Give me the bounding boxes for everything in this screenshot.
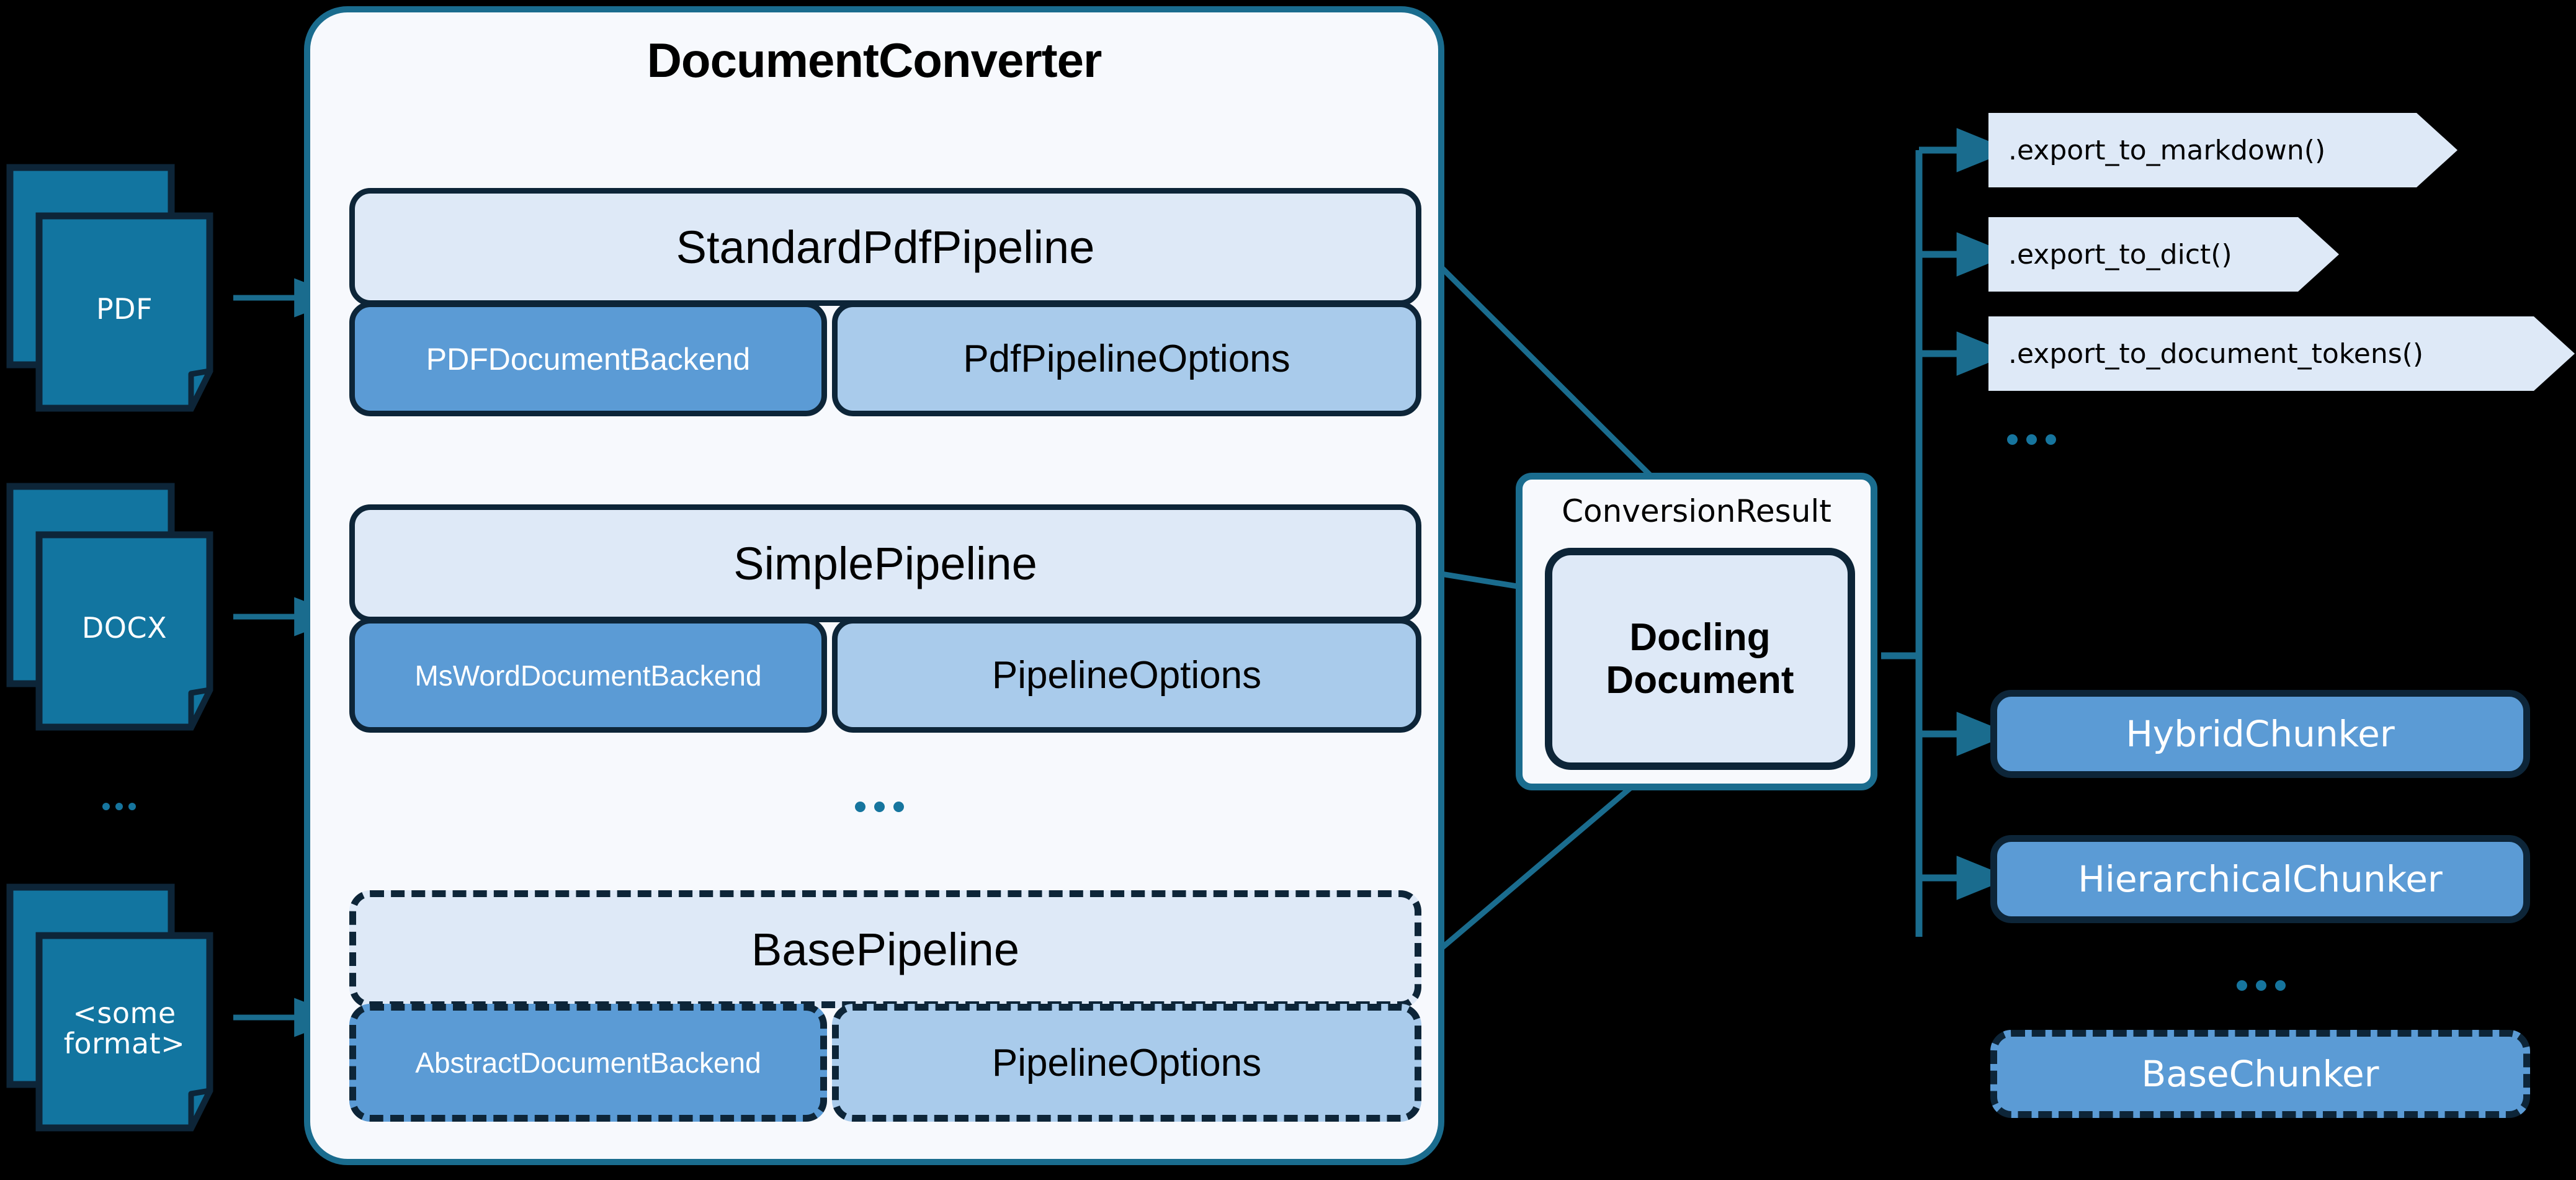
- exports-ellipsis: [2007, 434, 2056, 445]
- export-method-label: .export_to_document_tokens(): [2008, 337, 2423, 370]
- backend-name: MsWordDocumentBackend: [414, 659, 762, 692]
- export-method-label: .export_to_markdown(): [2008, 134, 2326, 166]
- pipeline-header-simplepipeline[interactable]: SimplePipeline: [349, 504, 1421, 622]
- pipelines-ellipsis: [855, 802, 904, 812]
- dot: [2275, 980, 2286, 991]
- chunker-label: HybridChunker: [2126, 713, 2395, 755]
- pipeline-backend-pdfdocumentbackend[interactable]: PDFDocumentBackend: [349, 302, 827, 416]
- pipeline-header-basepipeline[interactable]: BasePipeline: [349, 890, 1421, 1008]
- options-name: PipelineOptions: [991, 654, 1262, 697]
- pipeline-header-standardpdfpipeline[interactable]: StandardPdfPipeline: [349, 188, 1421, 306]
- banner-shape-icon: [1988, 217, 2339, 292]
- export-banner-document-tokens[interactable]: .export_to_document_tokens(): [1988, 316, 2575, 391]
- pipeline-options-pipelineoptions-base[interactable]: PipelineOptions: [832, 1004, 1421, 1122]
- source-document-other-format[interactable]: <some format>: [5, 880, 235, 1135]
- export-banner-dict[interactable]: .export_to_dict(): [1988, 217, 2339, 292]
- export-method-label: .export_to_dict(): [2008, 238, 2232, 270]
- pipeline-group-standardpdfpipeline: StandardPdfPipeline PDFDocumentBackend P…: [349, 188, 1421, 430]
- banner-shape-icon: [1988, 316, 2575, 391]
- source-document-label-line1: <some: [73, 996, 176, 1030]
- options-name: PdfPipelineOptions: [963, 337, 1290, 380]
- backend-name: AbstractDocumentBackend: [415, 1047, 761, 1079]
- backend-name: PDFDocumentBackend: [426, 341, 751, 377]
- source-document-label-line2: format>: [63, 1027, 186, 1060]
- options-name: PipelineOptions: [991, 1041, 1262, 1084]
- chunker-label: HierarchicalChunker: [2078, 858, 2443, 900]
- pipeline-options-pdfpipelineoptions[interactable]: PdfPipelineOptions: [832, 302, 1421, 416]
- pipeline-name: BasePipeline: [751, 923, 1019, 975]
- chunker-hierarchicalchunker[interactable]: HierarchicalChunker: [1990, 835, 2530, 923]
- conversion-result-box: ConversionResult Docling Document: [1516, 473, 1877, 790]
- dot: [102, 803, 110, 810]
- pipeline-name: StandardPdfPipeline: [676, 221, 1095, 273]
- source-document-pdf[interactable]: PDF: [5, 160, 235, 416]
- chunker-basechunker[interactable]: BaseChunker: [1990, 1030, 2530, 1118]
- dot: [2026, 434, 2037, 445]
- export-banner-markdown[interactable]: .export_to_markdown(): [1988, 113, 2457, 187]
- docling-document-box[interactable]: Docling Document: [1545, 548, 1855, 770]
- pipeline-group-basepipeline: BasePipeline AbstractDocumentBackend Pip…: [349, 890, 1421, 1135]
- source-documents-ellipsis: [102, 803, 136, 810]
- document-stack-icon: [6, 883, 213, 1132]
- pipeline-backend-msworddocumentbackend[interactable]: MsWordDocumentBackend: [349, 618, 827, 733]
- pipeline-options-pipelineoptions[interactable]: PipelineOptions: [832, 618, 1421, 733]
- source-document-docx[interactable]: DOCX: [5, 479, 235, 735]
- chunker-hybridchunker[interactable]: HybridChunker: [1990, 690, 2530, 778]
- source-document-label: PDF: [96, 292, 153, 326]
- dot: [2007, 434, 2018, 445]
- dot: [874, 802, 885, 812]
- banner-shape-icon: [1988, 113, 2457, 187]
- dot: [115, 803, 123, 810]
- document-stack-icon: [6, 164, 213, 412]
- chunker-label: BaseChunker: [2141, 1053, 2379, 1095]
- pipeline-name: SimplePipeline: [733, 537, 1037, 589]
- docling-document-line1: Docling: [1629, 615, 1771, 659]
- page-title: DocumentConverter: [646, 33, 1102, 87]
- document-stack-icon: [6, 483, 213, 731]
- source-document-label: DOCX: [81, 610, 168, 645]
- conversion-result-title: ConversionResult: [1562, 493, 1831, 529]
- docling-document-line2: Document: [1606, 659, 1794, 702]
- pipeline-group-simplepipeline: SimplePipeline MsWordDocumentBackend Pip…: [349, 504, 1421, 746]
- source-document-label: <some format>: [39, 936, 210, 1122]
- dot: [893, 802, 904, 812]
- dot: [128, 803, 136, 810]
- chunkers-ellipsis: [2237, 980, 2286, 991]
- dot: [2256, 980, 2266, 991]
- dot: [855, 802, 865, 812]
- dot: [2237, 980, 2247, 991]
- pipeline-backend-abstractdocumentbackend[interactable]: AbstractDocumentBackend: [349, 1004, 827, 1122]
- dot: [2046, 434, 2056, 445]
